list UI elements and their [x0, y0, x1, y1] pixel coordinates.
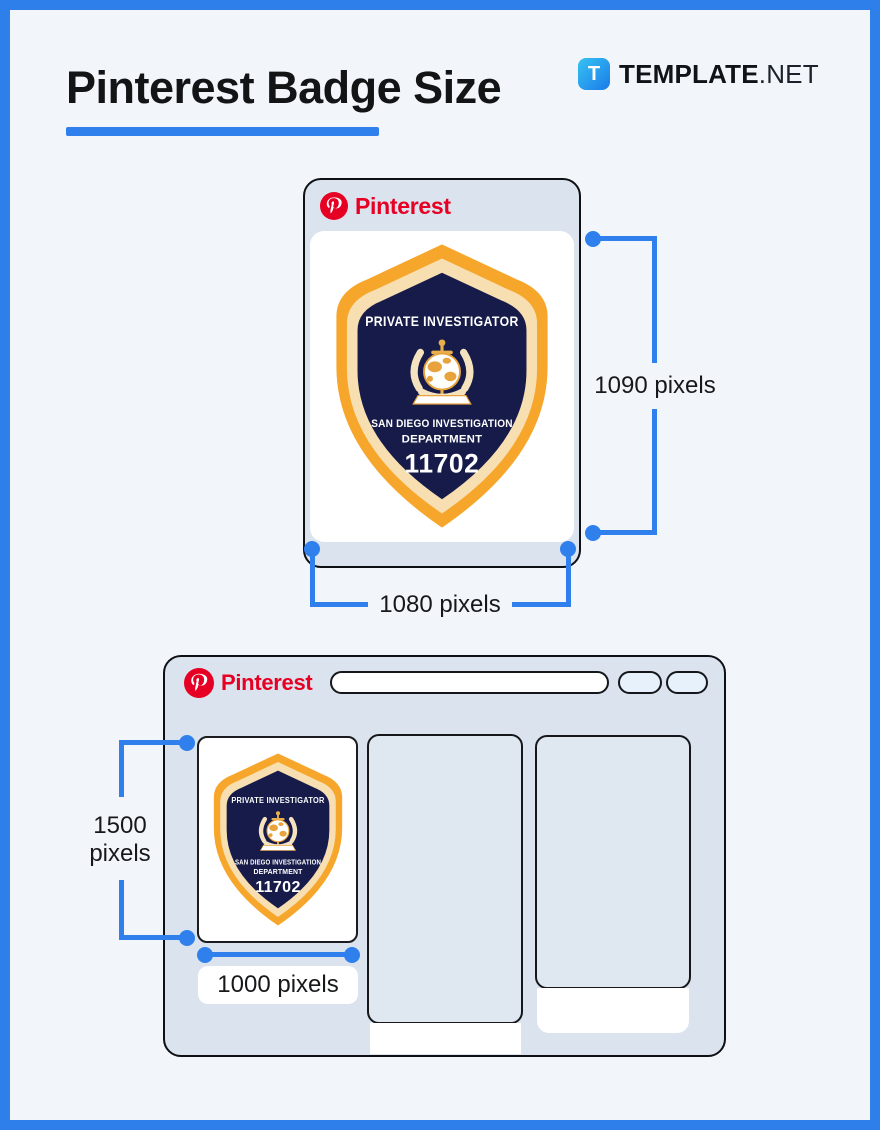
template-net-icon: T [578, 58, 610, 90]
feed-width-line [205, 952, 352, 957]
height-bracket-line [652, 236, 657, 363]
height-dimension-label: 1090 pixels [594, 372, 716, 399]
nav-pill-button[interactable] [666, 671, 708, 694]
width-bracket-line [310, 549, 315, 607]
pinterest-icon [320, 192, 348, 220]
page-title: Pinterest Badge Size [66, 62, 502, 113]
feed-height-dot-bottom [179, 930, 195, 946]
feed-height-line [122, 935, 187, 940]
pinterest-logo-row: Pinterest [320, 192, 451, 220]
svg-text:SAN DIEGO INVESTIGATION: SAN DIEGO INVESTIGATION [371, 418, 513, 430]
title-underline [66, 127, 379, 136]
feed-width-dot-left [197, 947, 213, 963]
width-bracket-line [566, 549, 571, 607]
feed-placeholder-pin[interactable] [535, 735, 691, 989]
pinterest-badge-large: PRIVATE INVESTIGATOR SAN DIEGO INVESTIGA… [322, 242, 562, 530]
pinterest-wordmark: Pinterest [355, 192, 451, 219]
width-bracket-line [312, 602, 368, 607]
feed-pin-caption-area [537, 988, 689, 1033]
feed-width-dot-right [344, 947, 360, 963]
pinterest-badge-small: PRIVATE INVESTIGATOR SAN DIEGO INVESTIGA… [205, 752, 351, 927]
height-bracket-dot-bottom [585, 525, 601, 541]
feed-height-unit: pixels [89, 840, 151, 867]
svg-text:11702: 11702 [405, 448, 480, 478]
svg-text:SAN DIEGO INVESTIGATION: SAN DIEGO INVESTIGATION [235, 859, 321, 866]
svg-text:DEPARTMENT: DEPARTMENT [402, 433, 483, 445]
height-bracket-line [652, 409, 657, 535]
feed-width-label: 1000 pixels [217, 971, 339, 998]
svg-text:PRIVATE INVESTIGATOR: PRIVATE INVESTIGATOR [365, 314, 519, 329]
nav-pill-button[interactable] [618, 671, 662, 694]
height-bracket-line [593, 236, 657, 241]
svg-text:DEPARTMENT: DEPARTMENT [254, 869, 304, 876]
search-bar[interactable] [330, 671, 609, 694]
feed-pin-caption-area [370, 1023, 521, 1054]
feed-height-label: 1500 pixels [40, 812, 200, 868]
brand-name: TEMPLATE [619, 58, 759, 89]
feed-placeholder-pin[interactable] [367, 734, 523, 1024]
feed-height-line [119, 740, 124, 797]
brand-logo: T TEMPLATE.NET [578, 58, 819, 90]
brand-wordmark: TEMPLATE.NET [619, 59, 819, 90]
feed-height-dot-top [179, 735, 195, 751]
height-bracket-line [593, 530, 657, 535]
pinterest-icon [184, 668, 214, 698]
feed-height-line [122, 740, 187, 745]
width-bracket-line [512, 602, 568, 607]
svg-text:PRIVATE INVESTIGATOR: PRIVATE INVESTIGATOR [231, 795, 324, 805]
feed-height-value: 1500 [93, 812, 147, 839]
width-dimension-label: 1080 pixels [379, 591, 501, 618]
brand-suffix: .NET [758, 58, 819, 89]
pinterest-logo-row: Pinterest [184, 668, 313, 698]
feed-width-tag: 1000 pixels [198, 966, 358, 1004]
feed-height-line [119, 880, 124, 940]
svg-text:11702: 11702 [255, 878, 301, 896]
pinterest-wordmark: Pinterest [221, 670, 313, 695]
